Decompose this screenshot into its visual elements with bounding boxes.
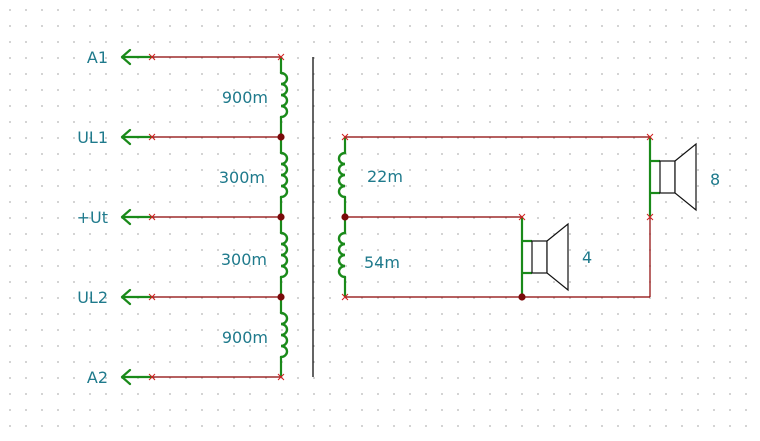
port-label-a1: A1 xyxy=(87,48,108,67)
port-arrow-ul2[interactable] xyxy=(120,288,152,306)
primary-coil-label-4: 900m xyxy=(222,328,268,347)
secondary-coil-2[interactable] xyxy=(337,217,347,297)
speaker-8[interactable] xyxy=(648,137,697,217)
secondary-coil-1[interactable] xyxy=(337,137,347,217)
port-arrow-a1[interactable] xyxy=(120,48,152,66)
port-arrow-ut[interactable] xyxy=(120,208,152,226)
primary-coil-1[interactable] xyxy=(279,57,289,137)
primary-coil-label-1: 900m xyxy=(222,88,268,107)
primary-coil-label-2: 300m xyxy=(219,168,265,187)
primary-coil-label-3: 300m xyxy=(221,250,267,269)
speaker-4[interactable] xyxy=(520,217,569,297)
primary-coil-2[interactable] xyxy=(279,137,289,217)
port-arrow-a2[interactable] xyxy=(120,368,152,386)
port-wires xyxy=(152,56,281,378)
secondary-coil-label-1: 22m xyxy=(367,167,403,186)
secondary-wires xyxy=(345,136,651,298)
port-label-ul2: UL2 xyxy=(77,288,108,307)
speaker-label-4: 4 xyxy=(582,248,592,267)
port-arrow-ul1[interactable] xyxy=(120,128,152,146)
pin-markers xyxy=(148,53,654,381)
port-label-ut: +Ut xyxy=(77,208,108,227)
primary-coil-4[interactable] xyxy=(279,297,289,377)
port-label-ul1: UL1 xyxy=(77,128,108,147)
speaker-label-8: 8 xyxy=(710,170,720,189)
primary-coil-3[interactable] xyxy=(279,217,289,297)
secondary-coil-label-2: 54m xyxy=(364,253,400,272)
junction-dots xyxy=(277,133,526,301)
port-label-a2: A2 xyxy=(87,368,108,387)
